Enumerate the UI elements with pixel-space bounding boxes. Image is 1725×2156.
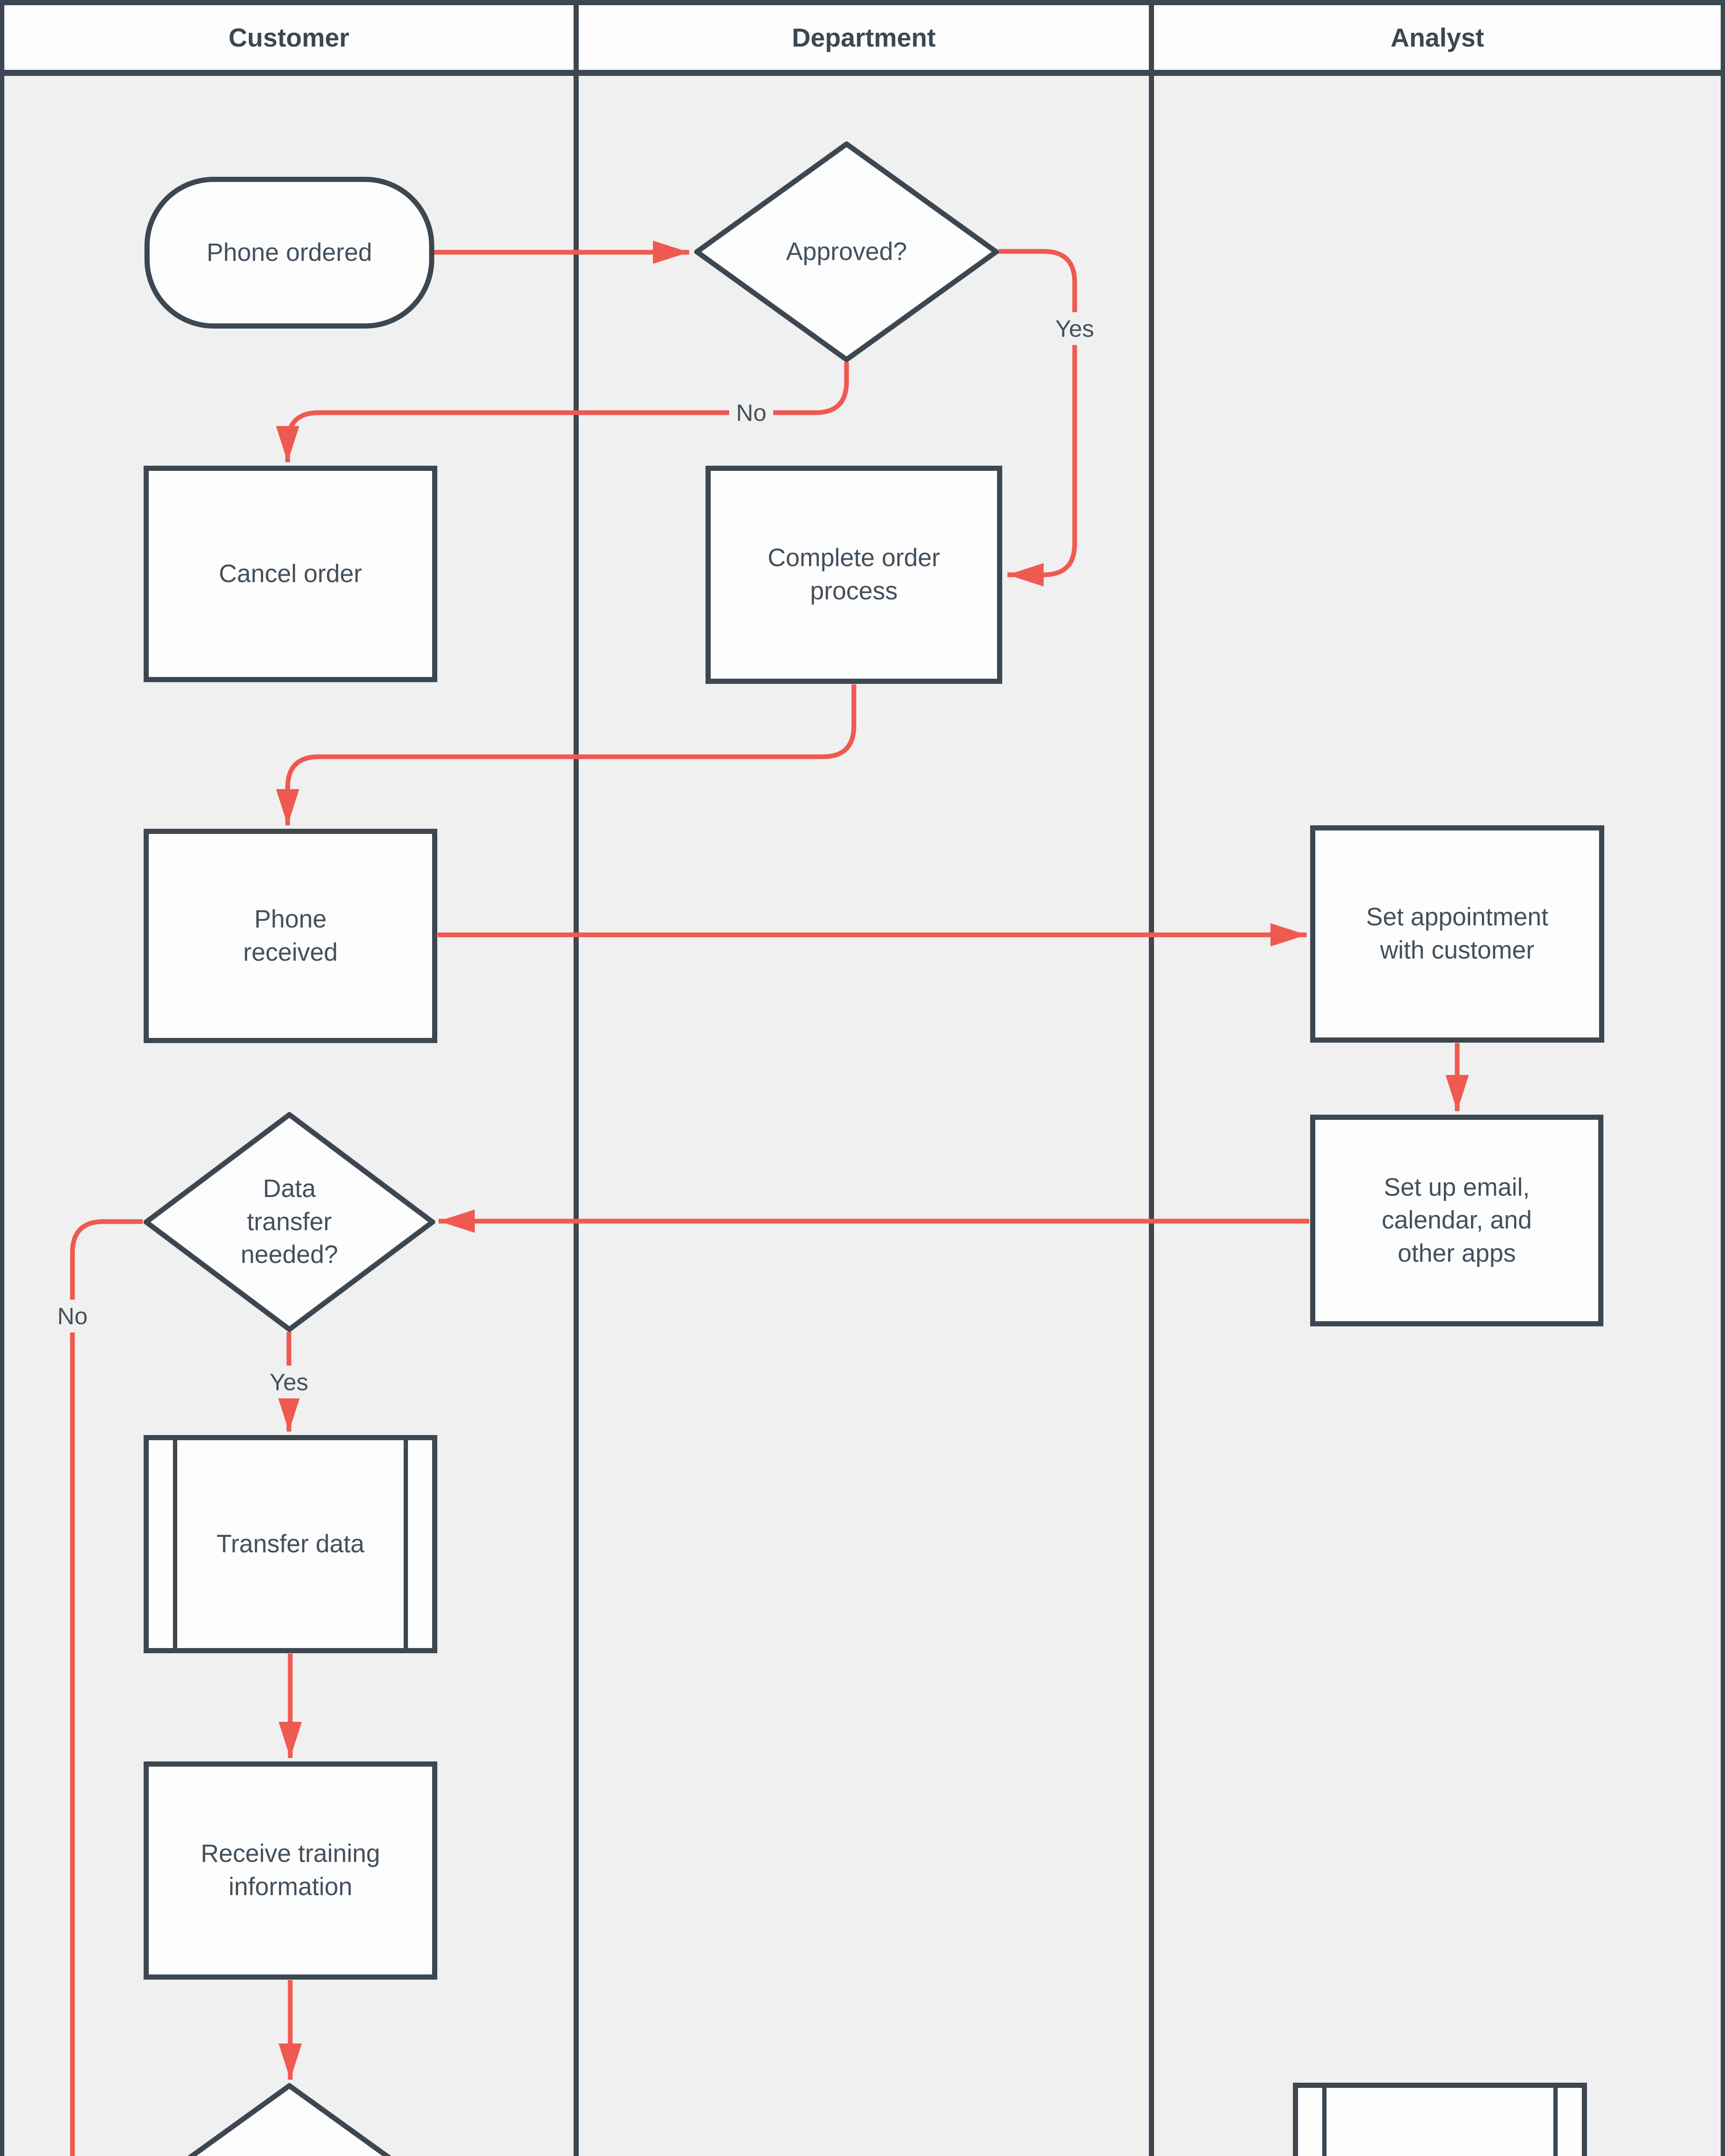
diamond-shape (694, 141, 999, 362)
node-cancel-order[interactable]: Cancel order (144, 466, 437, 682)
node-data-transfer-needed[interactable]: Data transfer needed? (144, 1112, 435, 1332)
node-set-up-email[interactable]: Set up email, calendar, and other apps (1310, 1115, 1603, 1326)
edge-label-approved-no: No (729, 396, 774, 429)
node-receive-training[interactable]: Receive training information (144, 1761, 437, 1980)
node-phone-ordered[interactable]: Phone ordered (144, 177, 434, 329)
node-label: Transfer data (216, 1529, 364, 1558)
node-label: Receive training information (201, 1839, 380, 1901)
connectors (70, 241, 1469, 2156)
node-troubleshoot[interactable]: Troubleshoot (1293, 2083, 1587, 2156)
lane-divider-1 (574, 0, 579, 2156)
edge-label-approved-yes: Yes (1048, 312, 1101, 345)
node-label: Set appointment with customer (1366, 903, 1549, 964)
node-label: Phone received (243, 905, 338, 966)
node-label: Data transfer needed? (241, 1175, 338, 1269)
edge-label-data-transfer-no: No (50, 1300, 95, 1332)
node-label: Set up email, calendar, and other apps (1381, 1173, 1532, 1267)
node-transfer-data[interactable]: Transfer data (144, 1435, 437, 1653)
edge-approved-yes-to-complete-order (999, 249, 1077, 586)
node-complete-order[interactable]: Complete order process (706, 466, 1002, 684)
node-label: Complete order process (768, 544, 940, 605)
node-approved[interactable]: Approved? (694, 141, 999, 362)
lane-header-department: Department (579, 5, 1149, 70)
diamond-shape (144, 1112, 435, 1332)
edge-label-data-transfer-yes: Yes (263, 1366, 315, 1398)
node-set-appointment[interactable]: Set appointment with customer (1310, 825, 1604, 1043)
edge-data-transfer-no-to-close-ticket (70, 1219, 143, 2156)
node-phone-received[interactable]: Phone received (144, 829, 437, 1043)
edge-complete-order-to-phone-received (276, 684, 856, 825)
node-customer-satisfied[interactable]: Customer satisfied? (143, 2083, 436, 2156)
lane-header-analyst: Analyst (1154, 5, 1721, 70)
node-label: Approved? (786, 237, 907, 266)
lane-header-customer: Customer (4, 5, 574, 70)
node-label: Phone ordered (207, 238, 372, 266)
lane-divider-2 (1149, 0, 1154, 2156)
diamond-shape (187, 2083, 392, 2156)
node-label: Cancel order (219, 559, 362, 588)
edge-approved-no-to-cancel-order (276, 362, 849, 462)
